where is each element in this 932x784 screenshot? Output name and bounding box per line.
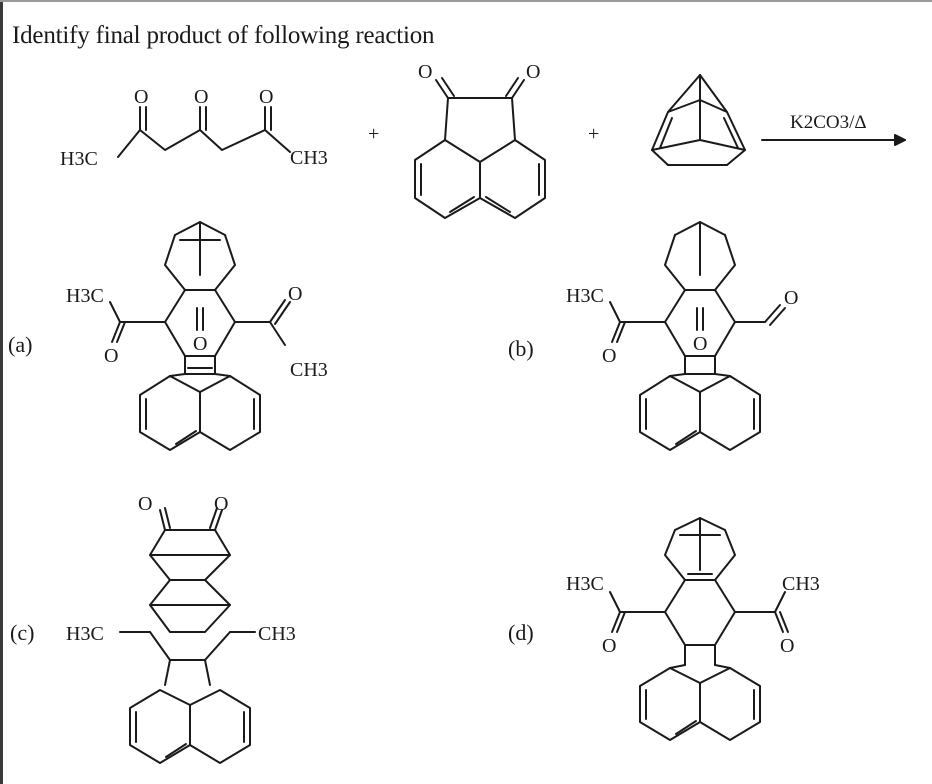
option-c-label: (c) — [10, 620, 34, 645]
option-c-oxygen-left: O — [138, 493, 152, 515]
option-b-oxygen-bridge: O — [693, 333, 707, 355]
quinone-oxygen-left: O — [418, 61, 432, 83]
reactant-oxygen-2: O — [194, 86, 208, 108]
option-a-structure — [109, 221, 291, 451]
option-d-h3c: H3C — [566, 573, 604, 595]
option-b-oxygen-left: O — [602, 345, 616, 367]
reactant-oxygen-1: O — [134, 86, 148, 108]
option-b-label: (b) — [508, 336, 534, 361]
option-d-oxygen-right: O — [780, 635, 794, 657]
reactant-acenaphthenequinone — [414, 77, 546, 219]
option-b-h3c: H3C — [566, 285, 604, 307]
plus-sign-1: + — [368, 123, 379, 145]
quinone-oxygen-right: O — [526, 61, 540, 83]
option-a-oxygen-right: O — [288, 283, 302, 305]
reagent-label: K2CO3/Δ — [790, 112, 867, 133]
option-d-ch3: CH3 — [782, 573, 820, 595]
reactant-norbornadiene — [651, 74, 746, 166]
question-text: Identify final product of following reac… — [12, 22, 435, 49]
left-border — [0, 0, 3, 784]
option-b-oxygen-right: O — [784, 287, 798, 309]
option-d-oxygen-left: O — [602, 635, 616, 657]
top-border — [0, 0, 932, 2]
option-a-label: (a) — [8, 332, 32, 357]
option-a-oxygen-bridge: O — [193, 333, 207, 355]
option-b-structure — [609, 221, 786, 451]
reactant-h3c-label: H3C — [60, 148, 98, 170]
option-a-oxygen-left: O — [104, 345, 118, 367]
option-c-oxygen-right: O — [214, 493, 228, 515]
option-a-ch3: CH3 — [290, 359, 328, 381]
option-c-structure — [119, 507, 256, 764]
plus-sign-2: + — [588, 123, 599, 145]
reactant-ch3-label: CH3 — [290, 147, 328, 169]
reaction-arrow — [761, 134, 906, 146]
option-d-structure — [609, 517, 789, 741]
reactant-triketone — [117, 106, 291, 158]
option-d-label: (d) — [508, 620, 534, 645]
option-a-h3c: H3C — [66, 285, 104, 307]
option-c-ch3: CH3 — [258, 623, 296, 645]
option-c-h3c: H3C — [66, 623, 104, 645]
reactant-oxygen-3: O — [259, 86, 273, 108]
